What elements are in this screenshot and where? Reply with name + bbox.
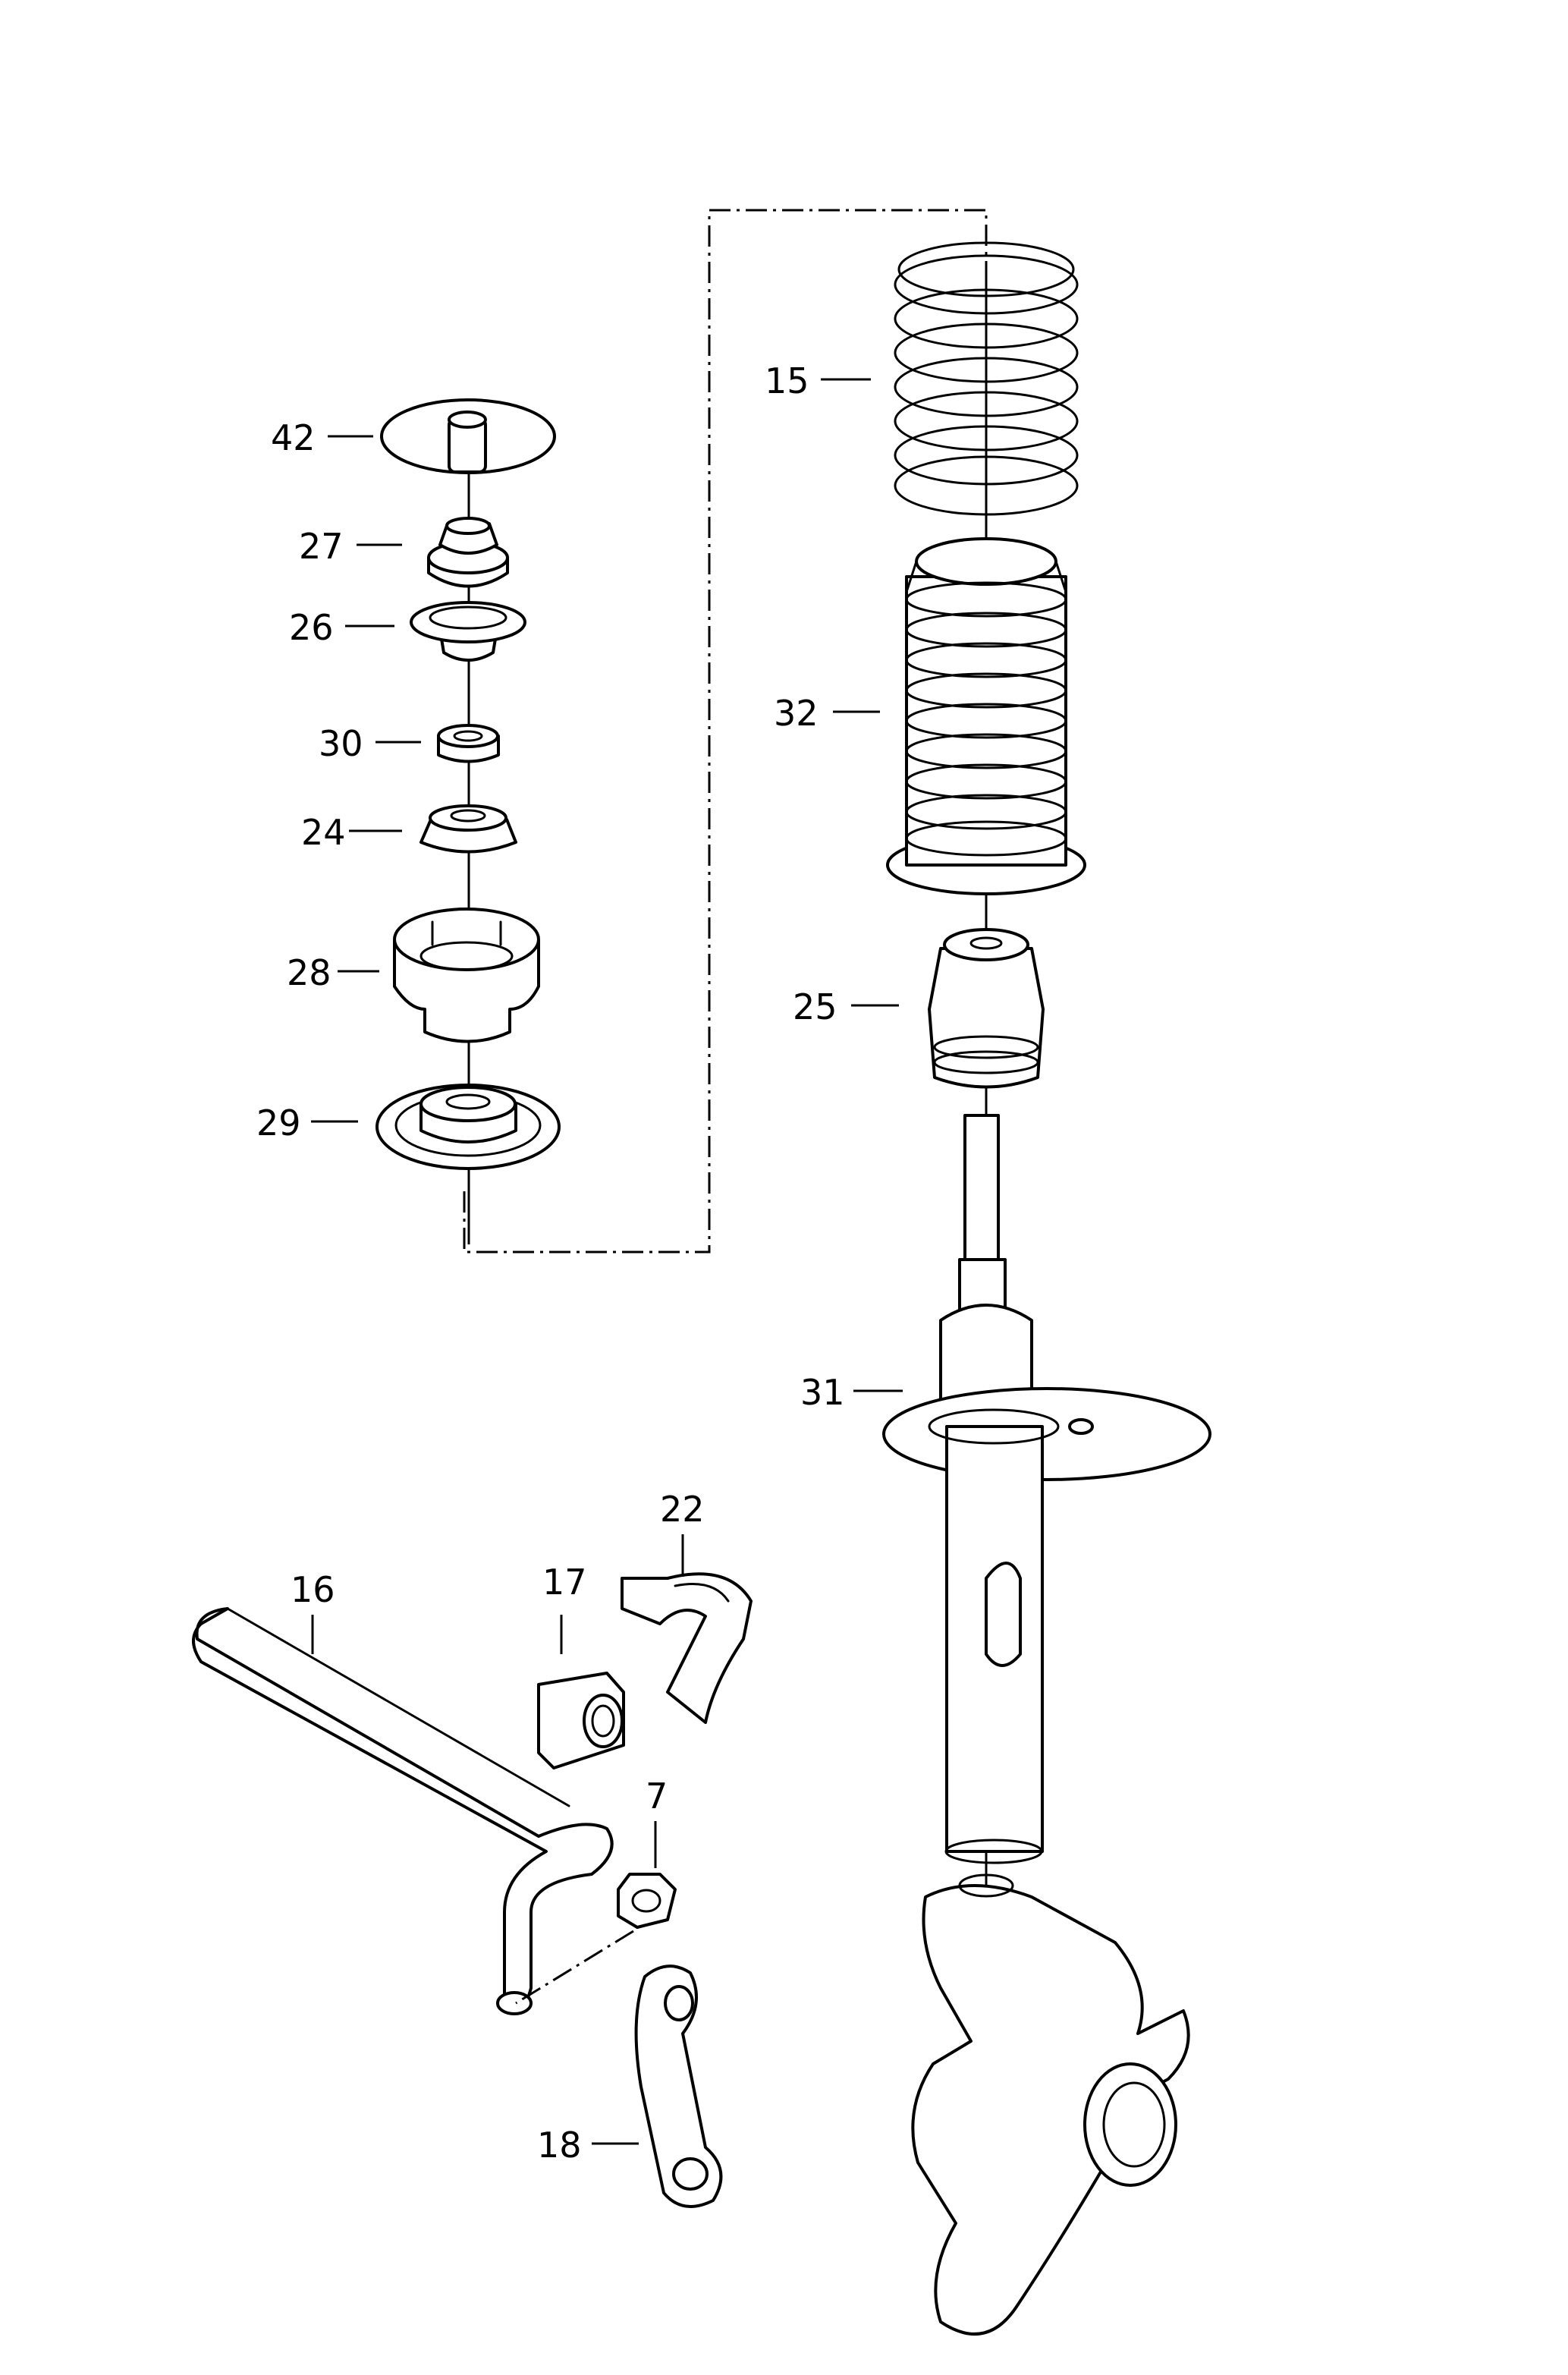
part-27-nut <box>427 517 509 588</box>
part-16-stabilizer-bar <box>192 1607 614 2015</box>
part-26-bushing <box>410 601 526 662</box>
part-30-ring <box>437 724 500 763</box>
part-18-coupling-rod <box>634 1964 723 2208</box>
part-25-bump-stop <box>928 928 1045 1089</box>
part-28-strut-mount <box>393 908 540 1043</box>
part-24-stop <box>419 804 517 854</box>
part-7-nut <box>617 1873 677 1929</box>
part-17-bushing <box>537 1672 625 1769</box>
callout-15: 15 <box>765 360 809 401</box>
part-31-strut <box>882 1114 1211 1864</box>
part-15-coil-spring <box>894 241 1079 516</box>
callout-18: 18 <box>537 2125 582 2166</box>
callout-25: 25 <box>793 986 837 1027</box>
callout-24: 24 <box>301 812 346 853</box>
bar-link-dashdot <box>515 1930 634 2005</box>
steering-knuckle <box>911 1873 1190 2336</box>
part-42-cap <box>380 398 556 474</box>
callout-30: 30 <box>319 723 363 764</box>
part-22-clamp <box>621 1572 753 1724</box>
assembly-dashdot-line <box>463 209 988 1254</box>
callout-26: 26 <box>289 607 334 648</box>
callout-27: 27 <box>299 526 344 567</box>
callout-32: 32 <box>774 693 819 734</box>
part-32-dust-boot <box>886 537 1086 895</box>
callout-22: 22 <box>660 1489 705 1530</box>
callout-16: 16 <box>291 1569 335 1610</box>
callout-17: 17 <box>542 1562 587 1603</box>
callout-31: 31 <box>800 1372 845 1413</box>
callout-42: 42 <box>271 417 316 458</box>
leader-lines <box>311 378 903 2145</box>
callout-28: 28 <box>287 952 332 993</box>
part-29-spring-seat <box>376 1084 561 1170</box>
callout-29: 29 <box>256 1103 301 1143</box>
callout-7: 7 <box>646 1776 668 1817</box>
